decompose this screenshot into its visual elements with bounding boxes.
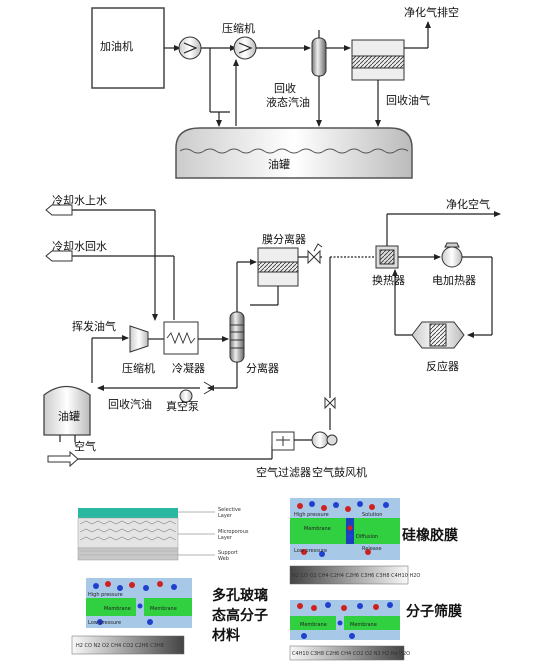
selective-layer xyxy=(78,508,178,518)
top-compressor xyxy=(233,36,257,60)
top-separator xyxy=(311,37,327,77)
recovered-liquid-label-2: 液态汽油 xyxy=(266,95,310,109)
electric-heater xyxy=(441,246,463,268)
fuel-dispenser xyxy=(91,7,165,89)
layer-label-2: Layer xyxy=(218,513,233,519)
recovered-vapor-label: 回收油气 xyxy=(386,93,430,107)
panel-low-pressure-1: Low pressure xyxy=(294,548,327,554)
panel-membrane-4: Membrane xyxy=(300,622,327,628)
process-tank xyxy=(43,385,91,436)
vacuum-pump xyxy=(179,389,193,403)
layer-label-4: Layer xyxy=(218,535,233,541)
panel-diffusion: Diffusion xyxy=(356,534,378,540)
porous-glass-label-1: 多孔玻璃 xyxy=(212,587,268,604)
vent-label: 净化气排空 xyxy=(404,5,459,19)
silicone-membrane-label: 硅橡胶膜 xyxy=(402,527,458,544)
process-system: 冷却水上水 冷却水回水 挥发油气 压缩机 冷凝器 分离器 膜分离器 xyxy=(43,194,501,479)
air-blower-label: 空气鼓风机 xyxy=(312,465,367,479)
process-tank-label: 油罐 xyxy=(58,409,80,423)
porous-glass-label-3: 材料 xyxy=(212,627,240,644)
panel-membrane-2: Membrane xyxy=(104,606,131,612)
sieve-gas-scale xyxy=(289,645,405,661)
air-blower xyxy=(311,431,329,449)
porous-gas-scale xyxy=(71,635,185,655)
air-valve xyxy=(324,396,336,410)
scale-a-text: H2 CO N2 O2 CH4 CO2 C2H6 C3H8 xyxy=(76,643,164,649)
silicone-gas-scale xyxy=(289,565,409,585)
membrane-outlet-valve xyxy=(307,249,321,265)
panel-release: Release xyxy=(362,546,382,552)
recovered-gasoline-label: 回收汽油 xyxy=(108,397,152,411)
panel-low-pressure-2: Low pressure xyxy=(88,620,121,626)
volatile-vapor-label: 挥发油气 xyxy=(72,319,116,333)
panel-solution: Solution xyxy=(362,512,382,518)
recovered-liquid-label-1: 回收 xyxy=(274,81,296,95)
top-pump-1 xyxy=(178,36,202,60)
heat-exchanger-label: 换热器 xyxy=(372,273,405,287)
layer-label-3: Microporous xyxy=(218,529,249,535)
panel-high-pressure-2: High pressure xyxy=(88,592,123,598)
microporous-layer xyxy=(77,517,179,549)
vacuum-pump-label: 真空泵 xyxy=(166,399,199,413)
panel-high-pressure-1: High pressure xyxy=(294,512,329,518)
electric-heater-label: 电加热器 xyxy=(432,274,476,287)
membrane-separator-label: 膜分离器 xyxy=(262,232,306,246)
panel-membrane-3: Membrane xyxy=(150,606,177,612)
cooling-return-label: 冷却水回水 xyxy=(52,240,107,253)
layer-label-6: Web xyxy=(218,556,229,562)
scale-b-text: H2 CO O2 CH4 C2H4 C2H6 C3H6 C3H8 C4H10 H… xyxy=(292,573,420,579)
top-system: 加油机 压缩机 净化气排空 回收 液态汽油 回收油气 油罐 xyxy=(91,5,459,179)
layer-label-1: Selective xyxy=(218,507,241,513)
clean-air-label: 净化空气 xyxy=(446,197,490,211)
support-web xyxy=(77,547,179,561)
top-compressor-label: 压缩机 xyxy=(222,21,255,35)
top-tank-label: 油罐 xyxy=(268,157,290,171)
panel-membrane-5: Membrane xyxy=(350,622,377,628)
scale-c-text: C4H10 C3H8 C2H6 CH4 CO2 O2 N2 H2 He H2O xyxy=(292,651,410,657)
process-compressor xyxy=(129,325,149,353)
process-compressor-label: 压缩机 xyxy=(122,361,155,375)
air-label: 空气 xyxy=(74,439,96,453)
layer-label-5: Support xyxy=(218,550,238,556)
separator-label: 分离器 xyxy=(246,361,279,375)
process-separator xyxy=(229,311,245,363)
condenser-label: 冷凝器 xyxy=(172,361,205,375)
air-filter-label: 空气过滤器 xyxy=(256,465,311,479)
molecular-sieve-label: 分子筛膜 xyxy=(406,603,462,620)
reactor-label: 反应器 xyxy=(426,359,459,373)
cooling-supply-label: 冷却水上水 xyxy=(52,194,107,207)
porous-glass-label-2: 态高分子 xyxy=(212,607,268,624)
panel-membrane-1: Membrane xyxy=(304,526,331,532)
dispenser-label: 加油机 xyxy=(100,39,133,53)
materials-section: Selective Layer Microporous Layer Suppor… xyxy=(71,498,462,661)
